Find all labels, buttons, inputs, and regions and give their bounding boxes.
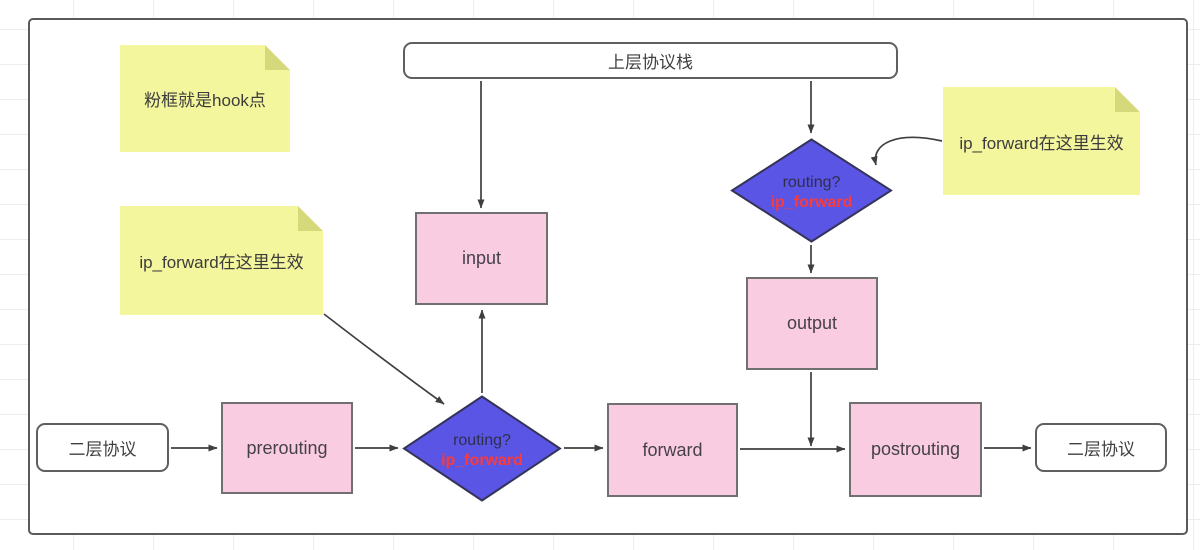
ip-forward-label: ip_forward [770, 193, 853, 211]
node-label: output [786, 313, 838, 333]
routing-label: routing? [782, 173, 841, 191]
folded-corner-icon [1115, 87, 1140, 112]
prerouting-hook-box: prerouting [221, 402, 353, 494]
sticky-note-text: ip_forward在这里生效 [139, 253, 304, 272]
layer2-protocol-box-left: 二层协议 [36, 423, 169, 472]
sticky-note-ip-forward-right: ip_forward在这里生效 [943, 87, 1140, 195]
node-label: prerouting [246, 437, 328, 458]
output-hook-box: output [746, 277, 878, 370]
folded-corner-icon [298, 206, 323, 231]
sticky-note-text: ip_forward在这里生效 [959, 133, 1124, 153]
diamond-shape [402, 395, 562, 502]
postrouting-hook-box: postrouting [849, 402, 982, 497]
ip-forward-label: ip_forward [441, 451, 523, 469]
edge-note-to-routing-bottom [323, 313, 445, 405]
node-label: 二层协议 [68, 440, 137, 459]
node-label: 上层协议栈 [608, 53, 693, 72]
sticky-note-hook: 粉框就是hook点 [120, 45, 290, 152]
layer2-protocol-box-right: 二层协议 [1035, 423, 1167, 472]
node-label: 二层协议 [1067, 440, 1135, 459]
routing-decision-diamond-bottom: routing? ip_forward [402, 395, 562, 502]
routing-label: routing? [453, 431, 511, 449]
routing-decision-diamond-top: routing? ip_forward [730, 138, 893, 243]
folded-corner-icon [265, 45, 290, 70]
sticky-note-ip-forward-left: ip_forward在这里生效 [120, 206, 323, 315]
forward-hook-box: forward [607, 403, 738, 497]
diamond-shape [730, 138, 893, 243]
upper-protocol-stack-box: 上层协议栈 [403, 42, 898, 79]
node-label: postrouting [870, 439, 961, 459]
node-label: forward [642, 439, 703, 460]
input-hook-box: input [415, 212, 548, 305]
sticky-note-text: 粉框就是hook点 [144, 91, 266, 110]
node-label: input [461, 248, 502, 268]
edge-note-to-routing-top [870, 136, 943, 166]
